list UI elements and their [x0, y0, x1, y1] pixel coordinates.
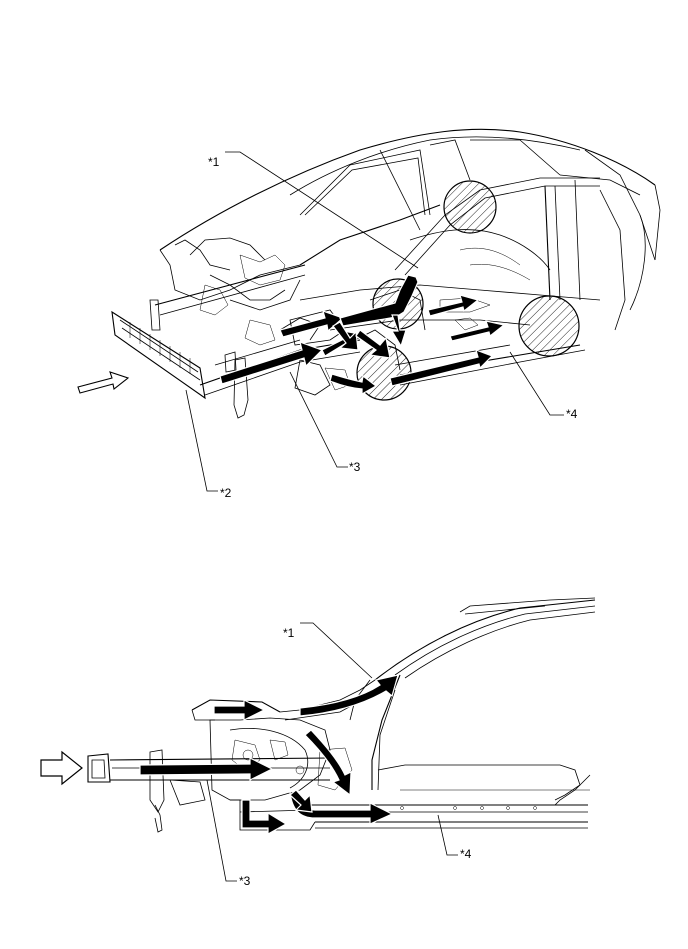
callout-leader [509, 351, 564, 416]
callout-label-1: *1 [283, 626, 295, 640]
load-path-arrow [332, 321, 359, 351]
load-path-arrow [299, 674, 399, 717]
joint-area-marker [443, 180, 497, 234]
input-force-arrow [40, 750, 83, 786]
callout-label-4: *4 [566, 407, 578, 421]
callout-leader [437, 814, 458, 856]
callout-leader [206, 779, 237, 882]
load-path-arrow [390, 314, 407, 348]
callout-leader [225, 151, 419, 269]
top-figure [77, 128, 661, 492]
load-path-arrow [449, 320, 506, 342]
callout-label-3: *3 [349, 460, 361, 474]
joint-area-marker [518, 295, 580, 357]
load-path-arrow [389, 349, 494, 387]
callout-label-3: *3 [239, 874, 251, 888]
callout-label-2: *2 [220, 486, 232, 500]
load-path-arrow [289, 789, 313, 813]
callout-label-1: *1 [208, 155, 220, 169]
load-path-arrow [241, 799, 288, 836]
callout-leader [289, 371, 348, 468]
load-path-arrow [219, 341, 324, 385]
load-path-arrow [329, 373, 378, 396]
callout-leader [185, 389, 218, 492]
load-path-arrow [427, 294, 480, 317]
callout-label-4: *4 [460, 847, 472, 861]
bottom-figure [40, 597, 596, 882]
callout-leader [300, 622, 373, 679]
bottom-car-body [87, 597, 596, 833]
load-path-arrow [213, 699, 266, 721]
load-path-arrow [139, 757, 274, 781]
input-force-arrow [77, 371, 130, 394]
load-path-arrow [355, 329, 391, 359]
load-path-arrow [339, 274, 419, 327]
load-path-arrow [304, 729, 352, 797]
